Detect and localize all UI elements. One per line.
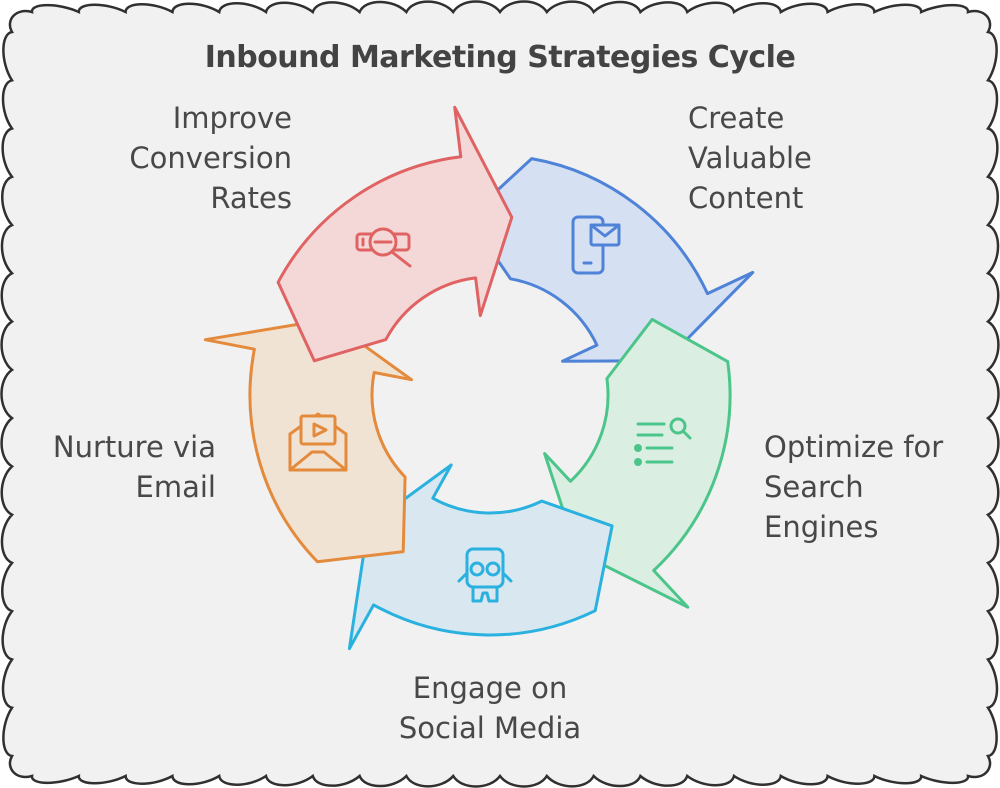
step-label-improve-conversion: Improve Conversion Rates [129, 101, 292, 215]
cycle-segment-engage-social [347, 463, 614, 651]
social-mascot-icon [457, 547, 513, 603]
step-label-optimize-search: Optimize for Search Engines [764, 430, 944, 544]
cycle-segment-create-content [466, 157, 755, 363]
diagram-title: Inbound Marketing Strategies Cycle [204, 40, 796, 75]
video-email-icon [288, 412, 348, 472]
step-label-nurture-email: Nurture via Email [52, 430, 216, 504]
mobile-email-icon [571, 215, 621, 275]
step-label-engage-social: Engage on Social Media [398, 671, 582, 745]
step-label-create-content: Create Valuable Content [688, 101, 812, 215]
conversion-search-icon [355, 227, 412, 268]
search-list-icon [634, 417, 692, 466]
